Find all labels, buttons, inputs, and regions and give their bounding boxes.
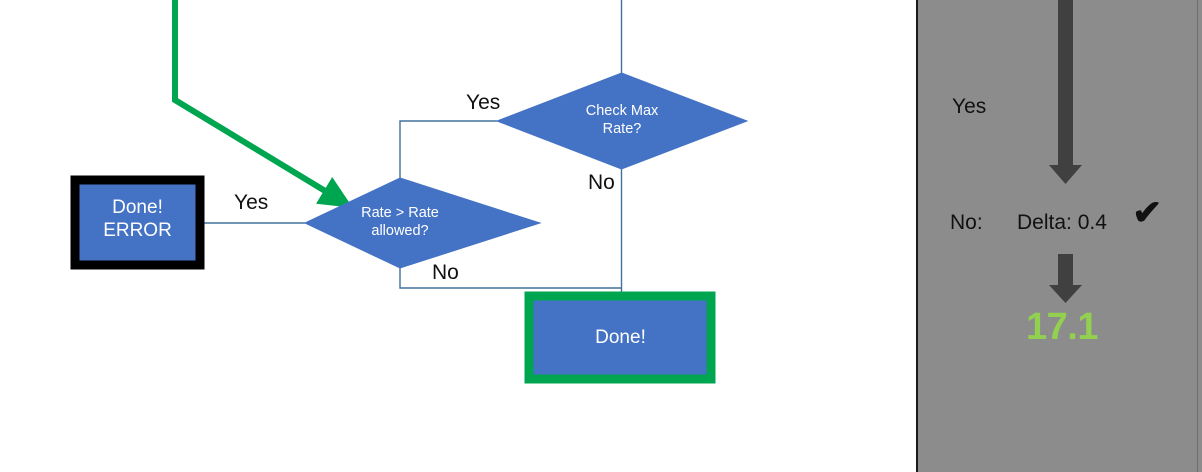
panel-arrow-top bbox=[1049, 0, 1082, 184]
edge-label-yes-rate-allowed: Yes bbox=[234, 191, 269, 214]
connector-yes-check-to-rate bbox=[399, 120, 497, 178]
edge-label-no-rate-allowed: No bbox=[432, 261, 459, 284]
edge-label-no-check-max-rate: No bbox=[588, 171, 615, 194]
flowchart-canvas: Check Max Rate? Rate > Rate allowed? Don… bbox=[70, 0, 749, 384]
right-gray-panel: Yes No: Delta: 0.4 ✔ 17.1 bbox=[916, 0, 1202, 472]
panel-checkmark-icon: ✔ bbox=[1132, 194, 1163, 232]
node-rate-gt-rate-allowed[interactable] bbox=[303, 177, 542, 269]
panel-yes-label: Yes bbox=[952, 95, 987, 118]
node-label-done: Done! bbox=[595, 327, 646, 348]
panel-arrow-graphics bbox=[1049, 0, 1082, 303]
flowchart-graphics bbox=[70, 0, 749, 384]
panel-result-value: 17.1 bbox=[1026, 306, 1098, 348]
connector-no-rate-to-done bbox=[399, 268, 622, 289]
highlight-path-green bbox=[172, 0, 353, 208]
node-label-check-max-rate: Check Max Rate? bbox=[585, 103, 659, 137]
panel-no-label: No: bbox=[950, 211, 983, 234]
connector-group bbox=[200, 0, 623, 300]
node-label-rate-gt-rate-allowed: Rate > Rate allowed? bbox=[361, 205, 439, 239]
node-label-done-error: Done! ERROR bbox=[103, 197, 172, 242]
panel-delta-value: Delta: 0.4 bbox=[1017, 211, 1107, 234]
edge-label-yes-check-max-rate: Yes bbox=[466, 91, 501, 114]
node-done[interactable] bbox=[524, 291, 716, 384]
node-done-error[interactable] bbox=[70, 175, 205, 270]
panel-arrow-bottom bbox=[1049, 254, 1082, 303]
node-check-max-rate[interactable] bbox=[495, 72, 749, 170]
